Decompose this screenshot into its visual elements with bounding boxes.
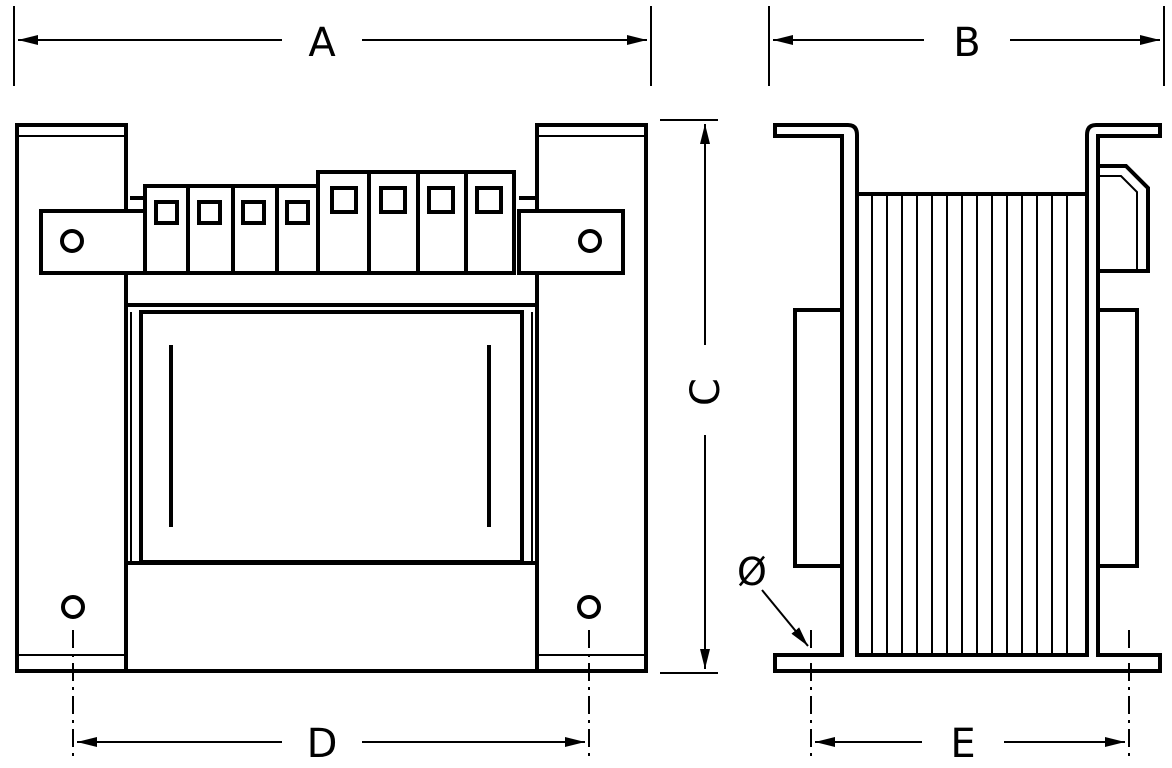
dimension-b: B	[768, 6, 1165, 86]
winding-laminations	[871, 194, 1068, 655]
right-core-side	[1096, 308, 1139, 568]
left-core-side	[793, 308, 844, 568]
hole-diameter-callout: Ø	[737, 550, 809, 647]
dimension-a: A	[13, 6, 652, 86]
hole-diameter-symbol: Ø	[737, 550, 767, 594]
dimension-a-label: A	[308, 20, 336, 66]
dimension-c-label: C	[683, 378, 729, 406]
left-bracket	[15, 123, 128, 673]
right-mount-hole	[577, 595, 601, 619]
terminal-block	[39, 170, 625, 275]
core-body	[126, 303, 537, 673]
front-view	[15, 123, 648, 760]
right-bracket	[535, 123, 648, 673]
dimension-d: D	[77, 721, 585, 767]
dimension-e: E	[815, 721, 1125, 767]
dimension-d-label: D	[307, 721, 338, 767]
dimension-e-label: E	[950, 721, 975, 767]
dimension-c: C	[660, 119, 729, 674]
left-mount-hole	[61, 595, 85, 619]
side-view	[773, 123, 1162, 760]
dimension-b-label: B	[953, 20, 980, 66]
